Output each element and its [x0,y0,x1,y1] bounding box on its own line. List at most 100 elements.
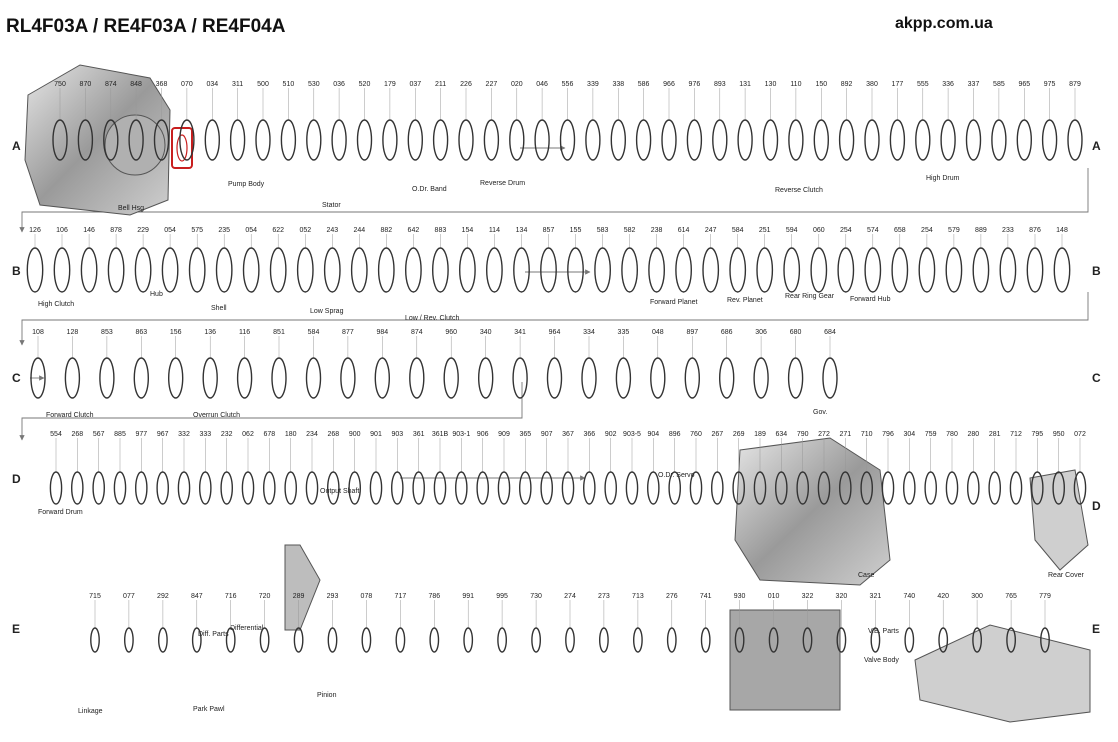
part-glyph-292 [157,627,168,653]
part-number-row-c-6: 116 [239,329,250,336]
part-number-row-b-20: 155 [570,227,582,234]
part-number-row-a-29: 110 [790,81,801,88]
part-number-row-d-33: 189 [754,431,766,438]
caption-low-rev-clutch: Low / Rev. Clutch [405,315,459,322]
part-number-row-d-14: 900 [349,431,361,438]
part-number-row-d-11: 180 [285,431,297,438]
part-glyph-154 [458,247,476,293]
part-number-row-e-25: 420 [937,593,949,600]
part-number-row-d-39: 796 [882,431,894,438]
part-number-row-d-28: 904 [647,431,659,438]
part-glyph-882 [377,247,395,293]
part-glyph-900 [348,471,362,505]
part-glyph-340 [478,357,494,399]
site-watermark: akpp.com.ua [895,15,993,32]
part-number-row-d-17: 361 [413,431,425,438]
part-glyph-150 [813,119,829,161]
part-number-row-d-47: 950 [1053,431,1065,438]
part-number-row-d-20: 906 [477,431,489,438]
caption-vb-parts: V.B. Parts [868,628,899,635]
part-glyph-686 [719,357,735,399]
highlighted-seal-070 [171,127,193,169]
part-glyph-332 [177,471,191,505]
part-glyph-106 [53,247,71,293]
part-number-row-d-38: 710 [861,431,873,438]
part-glyph-574 [864,247,882,293]
part-number-row-b-27: 251 [759,227,771,234]
part-number-row-d-10: 678 [263,431,275,438]
part-number-row-a-36: 337 [968,81,980,88]
part-glyph-177 [889,119,906,161]
part-number-row-a-30: 150 [815,81,827,88]
caption-rear-ring-gear: Rear Ring Gear [785,293,835,300]
part-glyph-870 [77,119,94,161]
part-glyph-779 [1040,627,1050,653]
part-glyph-960 [443,357,459,399]
part-glyph-037 [407,119,423,161]
rear-cover-image [1029,469,1089,571]
part-number-row-d-22: 365 [519,431,531,438]
caption-overrun-clutch: Overrun Clutch [193,412,240,419]
part-glyph-790 [796,471,810,505]
part-glyph-680 [787,357,804,399]
part-glyph-110 [788,119,804,161]
part-number-row-b-14: 642 [408,227,420,234]
part-glyph-155 [567,247,584,293]
part-glyph-293 [327,627,338,653]
part-glyph-902 [604,471,618,505]
row-label-e-right: E [1092,622,1100,636]
part-number-row-b-32: 658 [894,227,906,234]
part-number-row-d-32: 269 [733,431,745,438]
part-number-row-c-1: 128 [67,329,79,336]
part-number-row-b-12: 244 [353,227,365,234]
caption-park-pawl: Park Pawl [193,706,225,713]
part-glyph-586 [635,119,652,161]
part-glyph-863 [133,357,150,399]
part-number-row-d-13: 268 [327,431,339,438]
part-number-row-c-15: 964 [549,329,561,336]
part-number-row-d-15: 901 [370,431,382,438]
part-glyph-930 [734,627,745,653]
part-glyph-054 [161,247,179,293]
part-glyph-594 [783,247,801,293]
part-number-row-a-12: 520 [359,81,371,88]
part-number-row-b-25: 247 [705,227,717,234]
part-number-row-b-19: 857 [543,227,555,234]
part-glyph-339 [585,119,601,161]
part-glyph-233 [999,247,1017,293]
part-glyph-713 [633,627,643,653]
part-number-row-b-21: 583 [597,227,609,234]
part-glyph-368 [153,119,170,161]
caption-pinion: Pinion [317,692,337,699]
part-number-row-b-16: 154 [462,227,474,234]
part-glyph-554 [49,471,63,505]
part-glyph-321 [870,627,881,653]
part-number-row-b-38: 148 [1056,227,1068,234]
part-number-row-a-34: 555 [917,81,929,88]
part-number-row-b-8: 054 [245,227,257,234]
part-glyph-148 [1053,247,1071,293]
part-number-row-c-18: 048 [652,329,664,336]
part-number-row-e-4: 716 [225,593,237,600]
part-glyph-116 [236,357,253,399]
part-glyph-964 [546,357,563,399]
part-glyph-614 [675,247,692,293]
part-number-row-b-15: 883 [435,227,447,234]
part-number-row-e-5: 720 [259,593,271,600]
part-number-row-e-8: 078 [361,593,373,600]
part-number-row-d-40: 304 [903,431,915,438]
part-number-row-a-2: 874 [105,81,117,88]
part-number-row-b-31: 574 [867,227,879,234]
caption-stator: Stator [322,202,341,209]
part-number-row-a-7: 311 [232,81,243,88]
part-number-row-e-24: 740 [903,593,915,600]
part-number-row-b-17: 114 [489,227,500,234]
part-number-row-e-20: 010 [768,593,780,600]
part-number-row-d-12: 234 [306,431,318,438]
part-number-row-b-9: 622 [272,227,284,234]
part-glyph-903 [390,471,404,505]
part-glyph-367 [561,471,575,505]
part-number-row-e-28: 779 [1039,593,1051,600]
part-number-row-a-39: 975 [1044,81,1056,88]
part-number-row-b-36: 233 [1002,227,1014,234]
